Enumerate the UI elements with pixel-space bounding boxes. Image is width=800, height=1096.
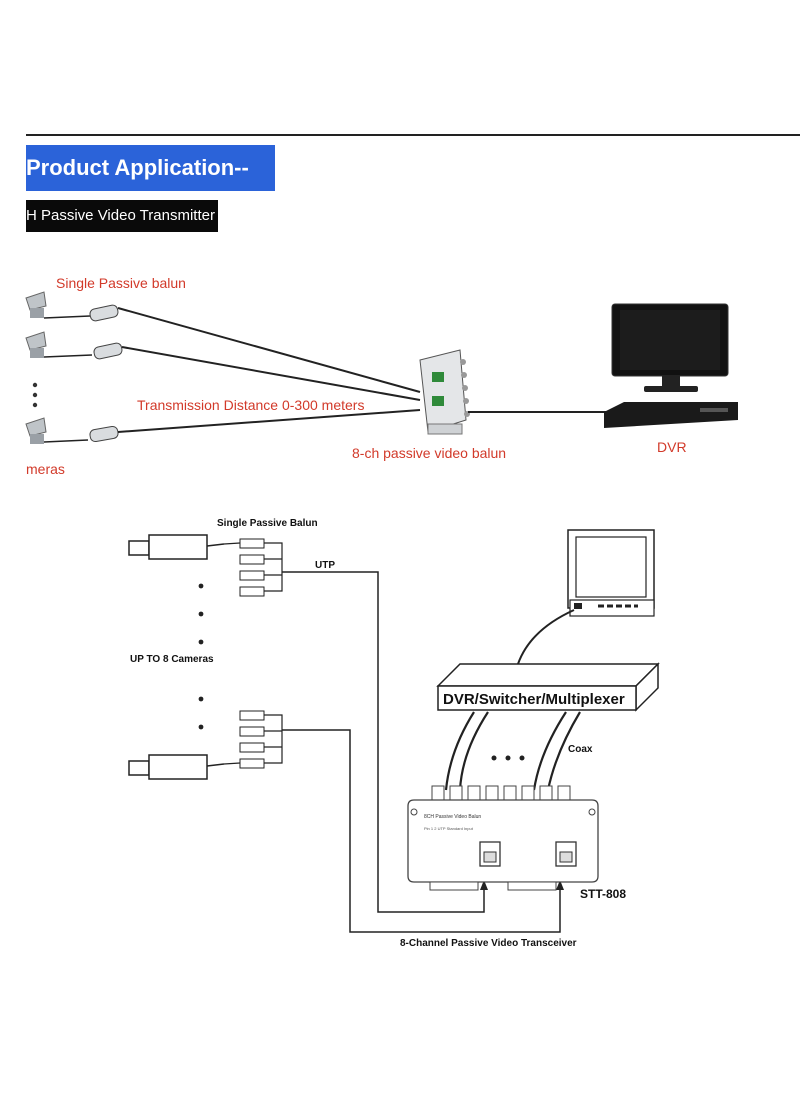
hub-8ch-icon — [419, 349, 470, 435]
device-title: 8CH Passive Video Balun — [424, 814, 481, 820]
camera-icon — [25, 417, 47, 444]
transceiver-device — [407, 785, 599, 891]
top-divider — [26, 134, 800, 136]
camera-icon — [128, 754, 225, 780]
single-balun-icon — [93, 342, 123, 360]
balun-cluster-icon — [223, 710, 283, 769]
bottom-diagram: Single Passive Balun UTP UP TO 8 Cameras — [128, 518, 660, 949]
ellipsis-dot — [32, 392, 38, 398]
single-balun-icon — [89, 425, 119, 443]
utp-label: UTP — [315, 560, 335, 571]
multiplexer-label: DVR/Switcher/Multiplexer — [443, 691, 625, 708]
monitor-icon — [567, 529, 655, 617]
ellipsis-dot — [32, 402, 38, 408]
dvr-label: DVR — [657, 439, 687, 455]
monitor-icon — [611, 303, 729, 392]
distance-label: Transmission Distance 0-300 meters — [137, 397, 364, 413]
top-diagram: Single Passive balun Transmission Distan… — [25, 275, 738, 477]
single-balun-label: Single Passive Balun — [217, 518, 318, 529]
transmitter-subbanner: H Passive Video Transmitter — [26, 200, 218, 232]
balun-cluster-icon — [223, 538, 283, 597]
dvr-icon — [604, 402, 738, 428]
cameras-label: meras — [26, 461, 65, 477]
coax-label: Coax — [568, 744, 593, 755]
device-subtitle: Pin 1 2 UTP Standard Input — [424, 826, 474, 831]
single-balun-icon — [89, 304, 119, 322]
single-balun-label: Single Passive balun — [56, 275, 186, 291]
camera-icon — [25, 291, 47, 318]
ellipsis-dot — [32, 382, 38, 388]
camera-icon — [25, 331, 47, 358]
cameras-count-label: UP TO 8 Cameras — [130, 654, 214, 665]
hub-label: 8-ch passive video balun — [352, 445, 506, 461]
model-label: STT-808 — [580, 887, 626, 901]
multiplexer-box — [436, 662, 660, 712]
transceiver-caption: 8-Channel Passive Video Transceiver — [400, 938, 577, 949]
product-application-banner: Product Application-- — [26, 145, 275, 191]
camera-icon — [128, 534, 225, 560]
